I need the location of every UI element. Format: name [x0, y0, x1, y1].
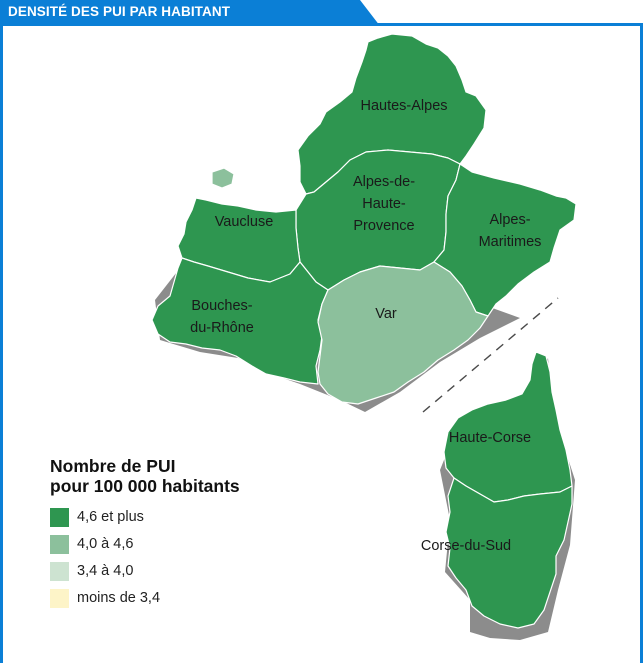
region-alpes-maritimes[interactable] — [433, 163, 577, 317]
frame-border-left — [0, 26, 3, 663]
legend-label: 4,6 et plus — [77, 509, 144, 525]
label-alpes-de-haute-provence-3: Provence — [353, 218, 414, 234]
label-alpes-de-haute-provence-2: Haute- — [362, 196, 406, 212]
label-vaucluse: Vaucluse — [215, 214, 274, 230]
legend-item: 3,4 à 4,0 — [50, 560, 240, 582]
label-alpes-maritimes-1: Alpes- — [489, 212, 530, 228]
label-var: Var — [375, 306, 397, 322]
legend-title: Nombre de PUI pour 100 000 habitants — [50, 456, 240, 496]
header-tab — [0, 0, 380, 26]
label-bouches-du-rhone-1: Bouches- — [191, 298, 252, 314]
label-alpes-maritimes-2: Maritimes — [479, 234, 542, 250]
legend-item: 4,0 à 4,6 — [50, 533, 240, 555]
legend-title-line-1: Nombre de PUI — [50, 456, 176, 476]
legend-label: 4,0 à 4,6 — [77, 536, 134, 552]
region-bouches-du-rhone[interactable] — [151, 257, 329, 385]
label-bouches-du-rhone-2: du-Rhône — [190, 320, 254, 336]
label-haute-corse: Haute-Corse — [449, 430, 531, 446]
region-var[interactable] — [317, 261, 489, 405]
corsica-inset-divider — [422, 297, 559, 413]
legend-swatch — [50, 507, 69, 527]
header-title: DENSITÉ DES PUI PAR HABITANT — [8, 4, 231, 19]
legend-swatch — [50, 588, 69, 608]
legend-title-line-2: pour 100 000 habitants — [50, 476, 240, 496]
region-haute-corse[interactable] — [443, 351, 573, 503]
legend-swatch — [50, 534, 69, 554]
legend-label: 3,4 à 4,0 — [77, 563, 134, 579]
region-corse-du-sud[interactable] — [445, 477, 573, 629]
label-hautes-alpes: Hautes-Alpes — [360, 98, 447, 114]
legend-label: moins de 3,4 — [77, 590, 161, 606]
legend-swatch — [50, 561, 69, 581]
region-enclave — [211, 167, 235, 189]
legend: Nombre de PUI pour 100 000 habitants 4,6… — [50, 456, 240, 614]
legend-item: moins de 3,4 — [50, 587, 240, 609]
frame-border-right — [640, 26, 643, 663]
legend-item: 4,6 et plus — [50, 506, 240, 528]
label-corse-du-sud: Corse-du-Sud — [421, 538, 511, 554]
label-alpes-de-haute-provence-1: Alpes-de- — [353, 174, 415, 190]
